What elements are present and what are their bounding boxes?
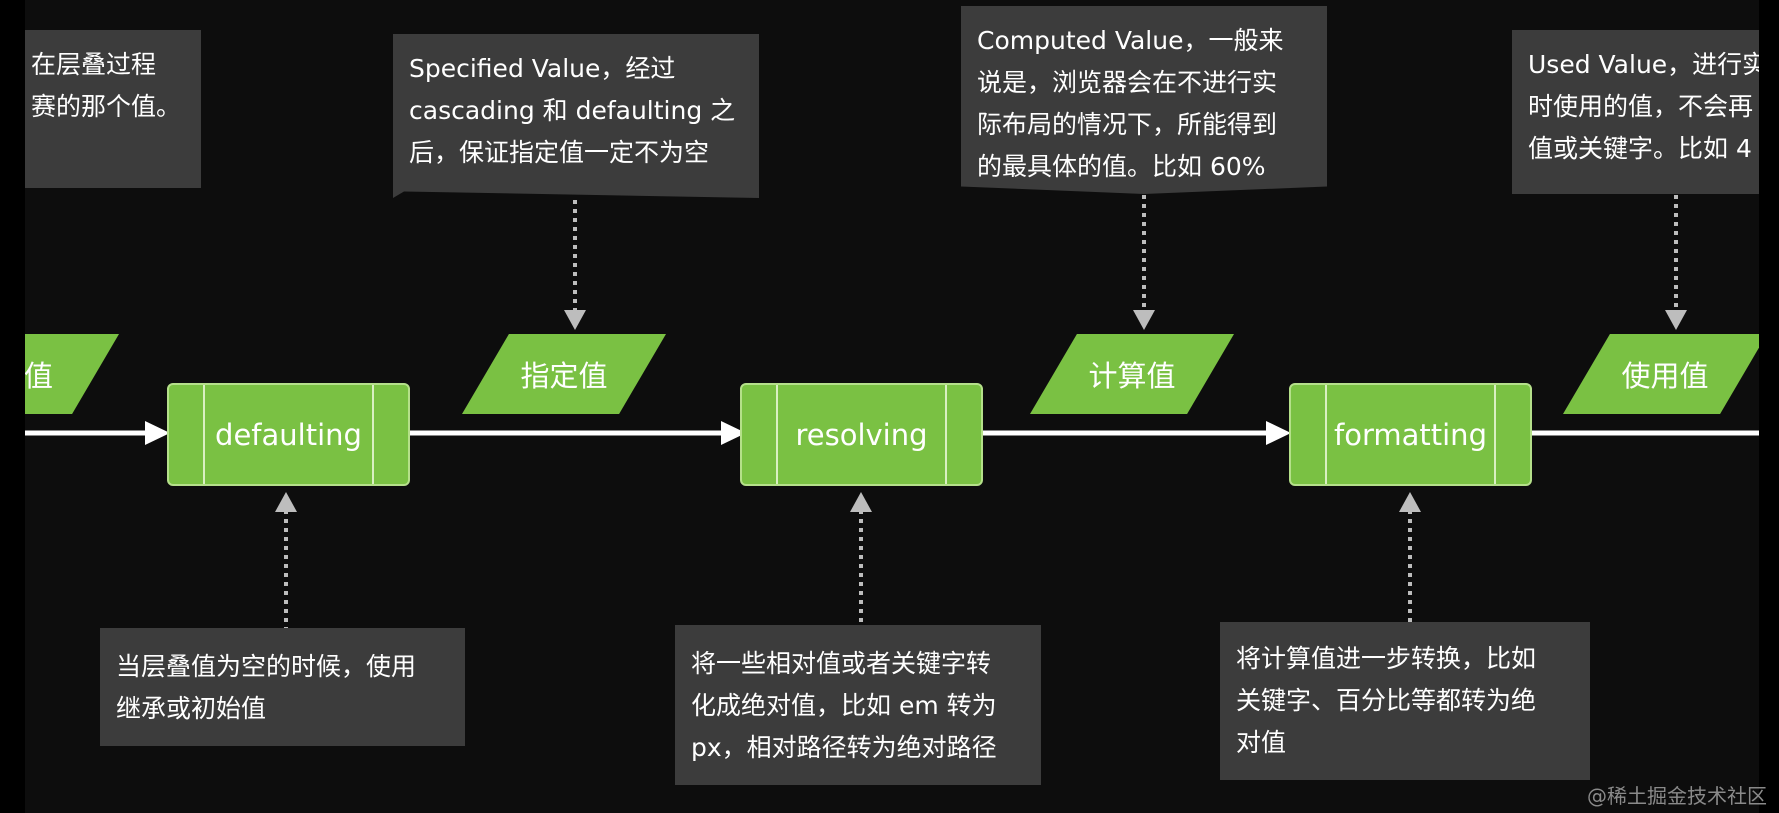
- note-line: px，相对路径转为绝对路径: [691, 733, 997, 762]
- process-bar-left: [1325, 385, 1327, 484]
- note-defaulting-desc: 当层叠值为空的时候，使用 继承或初始值: [100, 628, 465, 746]
- value-label: 指定值: [520, 359, 608, 393]
- connector-layer: [25, 195, 1759, 628]
- process-bar-right: [945, 385, 947, 484]
- value-label: 值: [25, 334, 119, 414]
- flow-arrowhead-resolving: [721, 421, 746, 445]
- note-line: 当层叠值为空的时候，使用: [116, 652, 417, 681]
- dotted-arrowhead-defaulting-desc: [275, 492, 297, 512]
- note-line: cascading 和 defaulting 之: [409, 96, 736, 125]
- dotted-arrowhead-computed: [1133, 310, 1155, 330]
- process-resolving: resolving: [740, 383, 983, 486]
- note-resolving-desc: 将一些相对值或者关键字转 化成绝对值，比如 em 转为 px，相对路径转为绝对路…: [675, 625, 1041, 785]
- note-line: 继承或初始值: [116, 694, 267, 723]
- note-specified-value: Specified Value，经过 cascading 和 defaultin…: [393, 34, 759, 198]
- note-cascaded-value: 在层叠过程 赛的那个值。: [25, 30, 201, 188]
- note-line: 将一些相对值或者关键字转: [691, 649, 992, 678]
- dotted-arrowhead-formatting-desc: [1399, 492, 1421, 512]
- value-specified: 指定值: [462, 334, 666, 414]
- process-label: formatting: [1334, 417, 1487, 452]
- process-bar-right: [1494, 385, 1496, 484]
- note-line: Specified Value，经过: [409, 54, 676, 83]
- process-defaulting: defaulting: [167, 383, 410, 486]
- value-computed: 计算值: [1030, 334, 1234, 414]
- flow-arrowhead-defaulting: [145, 421, 170, 445]
- dotted-arrowhead-used: [1665, 310, 1687, 330]
- process-bar-right: [372, 385, 374, 484]
- value-label: 计算值: [1088, 359, 1176, 393]
- process-label: defaulting: [215, 417, 362, 452]
- note-line: 赛的那个值。: [31, 92, 182, 121]
- watermark: @稀土掘金技术社区: [1587, 784, 1767, 808]
- note-line: 值或关键字。比如 4: [1528, 134, 1752, 163]
- dotted-arrowhead-specified: [564, 310, 586, 330]
- value-label: 使用值: [1621, 359, 1709, 393]
- note-line: 在层叠过程: [31, 50, 157, 79]
- process-formatting: formatting: [1289, 383, 1532, 486]
- note-line: 际布局的情况下，所能得到: [977, 110, 1278, 139]
- note-line: 关键字、百分比等都转为绝: [1236, 686, 1537, 715]
- note-line: Computed Value，一般来: [977, 26, 1284, 55]
- note-line: 时使用的值，不会再: [1528, 92, 1754, 121]
- flow-arrowhead-formatting: [1266, 421, 1291, 445]
- process-bar-left: [203, 385, 205, 484]
- note-used-value: Used Value，进行实 时使用的值，不会再 值或关键字。比如 4: [1512, 30, 1759, 194]
- diagram-canvas: 在层叠过程 赛的那个值。 Specified Value，经过 cascadin…: [25, 0, 1759, 813]
- note-line: 的最具体的值。比如 60%: [977, 152, 1266, 181]
- note-line: Used Value，进行实: [1528, 50, 1759, 79]
- note-line: 将计算值进一步转换，比如: [1236, 644, 1537, 673]
- dotted-arrowhead-resolving-desc: [850, 492, 872, 512]
- note-line: 化成绝对值，比如 em 转为: [691, 691, 997, 720]
- process-bar-left: [776, 385, 778, 484]
- value-cascaded: 值: [25, 334, 119, 414]
- note-line: 后，保证指定值一定不为空: [409, 138, 710, 167]
- process-label: resolving: [795, 417, 928, 452]
- value-text: 值: [25, 359, 53, 393]
- note-formatting-desc: 将计算值进一步转换，比如 关键字、百分比等都转为绝 对值: [1220, 622, 1590, 780]
- note-computed-value: Computed Value，一般来 说是，浏览器会在不进行实 际布局的情况下，…: [961, 6, 1327, 194]
- value-used: 使用值: [1563, 334, 1759, 414]
- note-line: 说是，浏览器会在不进行实: [977, 68, 1278, 97]
- note-line: 对值: [1236, 728, 1287, 757]
